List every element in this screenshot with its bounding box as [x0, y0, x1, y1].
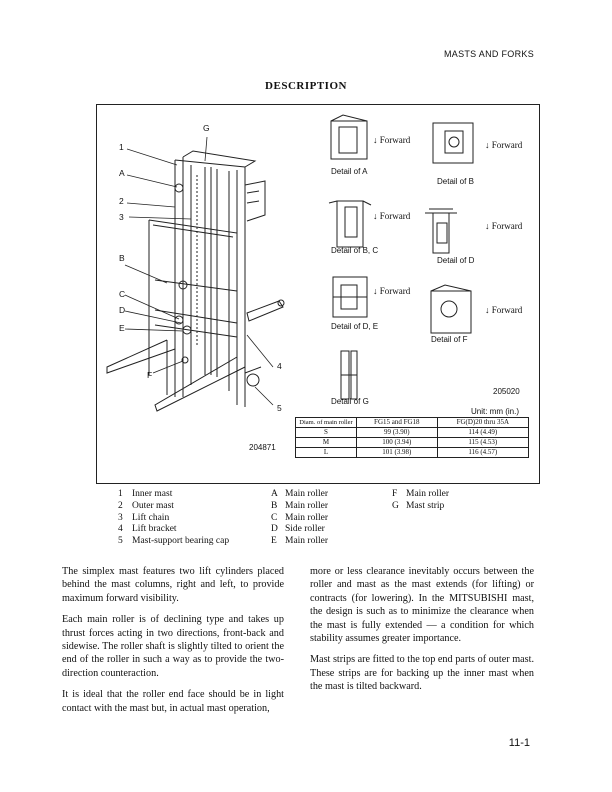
forward-f: ↓ Forward: [485, 305, 523, 315]
table-cell: L: [295, 447, 357, 458]
table-cell: 114 (4.49): [436, 427, 530, 438]
detail-a-caption: Detail of A: [331, 167, 368, 176]
paragraph: more or less clearance inevitably occurs…: [310, 566, 534, 645]
page-number: 11-1: [508, 737, 530, 749]
detail-g-caption: Detail of G: [331, 397, 369, 406]
detail-d-caption: Detail of D: [437, 256, 475, 265]
paragraph: It is ideal that the roller end face sho…: [62, 689, 284, 714]
figure-number-main: 204871: [249, 443, 276, 452]
forward-de: ↓ Forward: [373, 286, 411, 296]
detail-bc-caption: Detail of B, C: [331, 246, 379, 255]
body-column-left: The simplex mast features two lift cylin…: [62, 565, 284, 723]
callout-d: D: [119, 305, 126, 315]
table-cell: 99 (3.90): [356, 427, 438, 438]
callout-4: 4: [277, 361, 282, 371]
table-row: L 101 (3.98) 116 (4.57): [295, 447, 530, 458]
callout-3: 3: [119, 212, 124, 222]
detail-de-caption: Detail of D, E: [331, 322, 379, 331]
table-cell: M: [295, 437, 357, 448]
callout-c: C: [119, 289, 126, 299]
table-cell: S: [295, 427, 357, 438]
detail-sketches: [328, 114, 474, 400]
table-header-row: Diam. of main roller FG15 and FG18 FG(D)…: [295, 417, 530, 428]
callout-2: 2: [119, 196, 124, 206]
callout-b: B: [119, 253, 125, 263]
callout-f: F: [147, 370, 153, 380]
table-header: FG(D)20 thru 35A: [436, 417, 530, 428]
table-row: S 99 (3.90) 114 (4.49): [295, 427, 530, 438]
callout-a: A: [119, 168, 125, 178]
page-title: DESCRIPTION: [265, 80, 347, 92]
forward-bc: ↓ Forward: [373, 211, 411, 221]
figure-number-detail: 205020: [493, 387, 520, 396]
callout-5: 5: [277, 403, 282, 413]
mast-illustration: [106, 136, 285, 412]
callout-e: E: [119, 323, 125, 333]
section-header: MASTS AND FORKS: [443, 49, 534, 59]
table-cell: 100 (3.94): [356, 437, 438, 448]
callout-1: 1: [119, 142, 124, 152]
paragraph: The simplex mast features two lift cylin…: [62, 566, 284, 604]
unit-label: Unit: mm (in.): [471, 407, 519, 416]
paragraph: Mast strips are fitted to the top end pa…: [310, 654, 534, 693]
table-cell: 116 (4.57): [436, 447, 530, 458]
table-cell: 101 (3.98): [356, 447, 438, 458]
table-header: FG15 and FG18: [356, 417, 438, 428]
body-column-right: more or less clearance inevitably occurs…: [310, 565, 534, 702]
forward-d: ↓ Forward: [485, 221, 523, 231]
paragraph: Each main roller is of declining type an…: [62, 614, 284, 679]
roller-diameter-table: Diam. of main roller FG15 and FG18 FG(D)…: [295, 417, 530, 458]
callout-g: G: [203, 123, 210, 133]
table-header: Diam. of main roller: [295, 417, 357, 428]
forward-b: ↓ Forward: [485, 140, 523, 150]
table-row: M 100 (3.94) 115 (4.53): [295, 437, 530, 448]
detail-f-caption: Detail of F: [431, 335, 468, 344]
table-cell: 115 (4.53): [436, 437, 530, 448]
detail-b-caption: Detail of B: [437, 177, 474, 186]
forward-a: ↓ Forward: [373, 135, 411, 145]
figure-frame: G 1 A 2 3 B C D E F 4 5 204871 ↓ Forward…: [96, 104, 540, 484]
